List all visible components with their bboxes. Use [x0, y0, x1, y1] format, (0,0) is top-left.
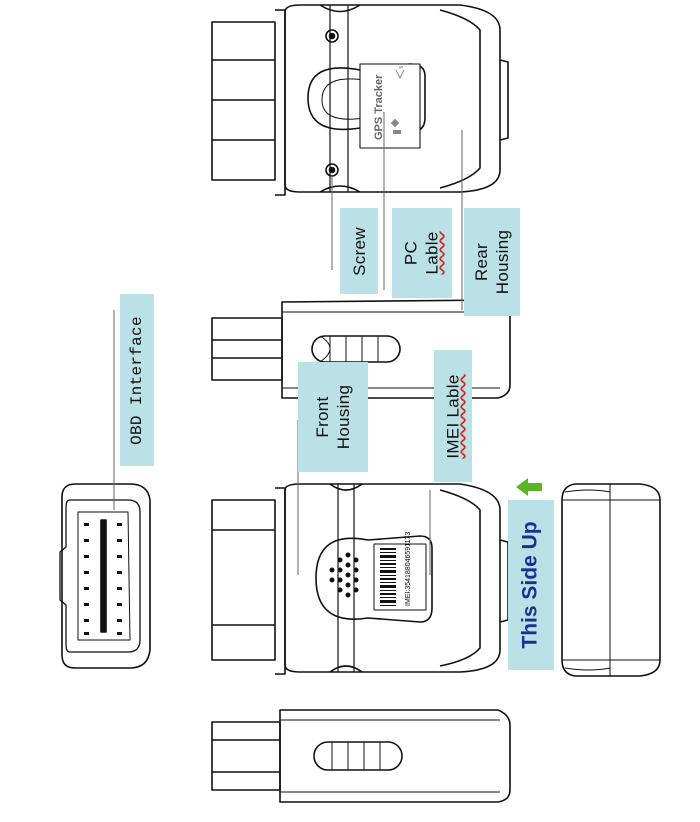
- rear-housing-label: Rear Housing: [464, 208, 520, 316]
- satellite-icon: [390, 118, 401, 134]
- top-view-rear-housing: [211, 4, 509, 196]
- speaker-grille: [329, 552, 359, 598]
- pc-label-line2: Lable: [422, 231, 442, 275]
- screw-label: Screw: [340, 208, 378, 294]
- bottom-side-view: [211, 709, 511, 803]
- end-view: [561, 483, 661, 677]
- obd-interface-text: OBD Interface: [127, 315, 146, 445]
- pc-label-callout: PC Lable: [392, 208, 452, 298]
- screw-text: Screw: [349, 226, 369, 276]
- imei-label-callout: IMEI Lable: [434, 350, 472, 482]
- pc-label-line1: PC: [401, 240, 421, 266]
- barcode: [380, 548, 396, 606]
- front-housing-line1: Front: [312, 396, 332, 438]
- obd-interface-label: OBD Interface: [120, 294, 154, 466]
- signal-icon: [395, 66, 405, 79]
- this-side-up-label: This Side Up: [508, 500, 554, 670]
- this-side-up-text: This Side Up: [519, 521, 542, 649]
- gps-tracker-text: GPS Tracker: [373, 74, 385, 140]
- leader-lines: [113, 112, 463, 575]
- imei-number-text: IMEI:354188046591173: [405, 532, 412, 606]
- up-arrow-icon: [516, 478, 542, 496]
- rear-housing-line1: Rear: [472, 242, 492, 282]
- front-housing-label: Front Housing: [298, 362, 368, 472]
- obd-connector-face: [59, 483, 151, 669]
- imei-label-text: IMEI Lable: [443, 373, 463, 459]
- front-housing-line2: Housing: [333, 384, 353, 450]
- front-view-front-housing: [211, 483, 509, 675]
- rear-housing-line2: Housing: [493, 229, 513, 295]
